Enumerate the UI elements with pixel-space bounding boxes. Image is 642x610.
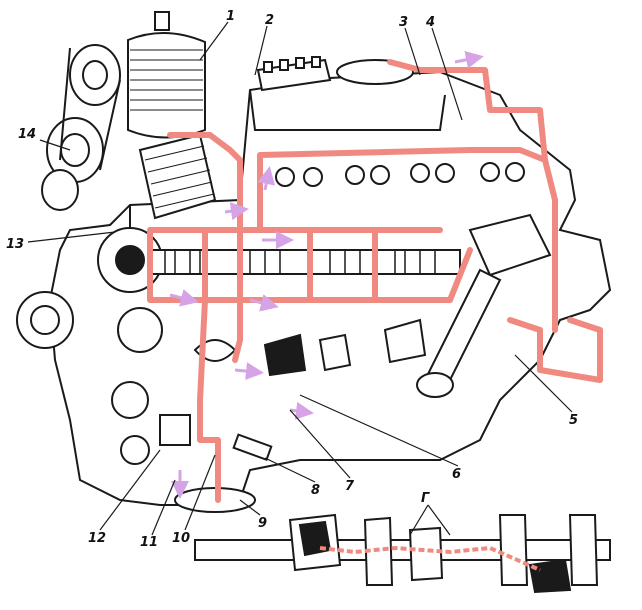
callout-11: 11 (140, 535, 158, 550)
callout-5: 5 (569, 413, 578, 428)
piston-conrod (416, 213, 552, 398)
leader-lines (27, 21, 573, 536)
camshaft (149, 249, 461, 275)
crankshaft-detail (194, 513, 611, 594)
flow-arrows (169, 50, 484, 499)
callout-8: 8 (311, 483, 320, 498)
callout-12: 12 (88, 531, 106, 546)
callout-10: 10 (172, 531, 190, 546)
callout-9: 9 (258, 516, 267, 531)
callout-13: 13 (6, 237, 24, 252)
callout-2: 2 (265, 13, 274, 28)
pulley-assembly (16, 44, 121, 349)
oil-passages (147, 59, 603, 503)
timing-gear (97, 227, 163, 465)
rocker-arms (275, 162, 525, 187)
oil-filter-centrifuge (127, 11, 206, 139)
callout-g: Г (421, 491, 430, 506)
callout-7: 7 (345, 479, 355, 494)
fine-oil-filter (138, 133, 217, 220)
callout-6: 6 (452, 467, 461, 482)
callout-14: 14 (18, 127, 36, 142)
callout-1: 1 (226, 9, 235, 24)
callout-3: 3 (399, 15, 408, 30)
callout-labels: 1 2 3 4 5 6 7 8 9 10 11 12 13 14 Г (6, 9, 578, 550)
callout-4: 4 (425, 15, 435, 30)
